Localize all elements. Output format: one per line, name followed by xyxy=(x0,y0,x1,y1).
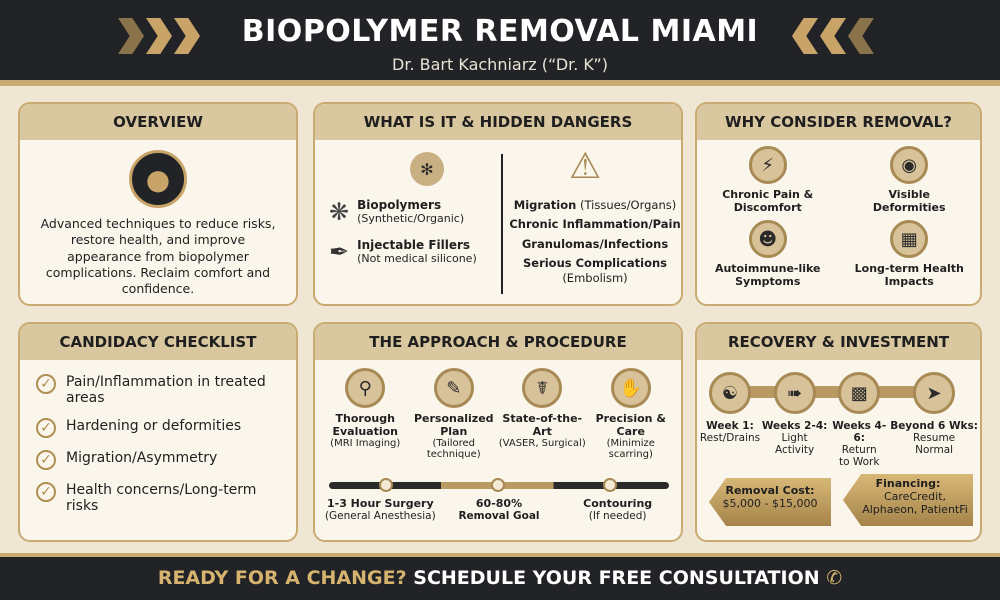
overview-text: Advanced techniques to reduce risks, res… xyxy=(40,216,276,296)
why-item: ☻Autoimmune-like Symptoms xyxy=(697,220,839,288)
bed-icon: ☯ xyxy=(708,372,751,414)
timeline-label: 1-3 Hour Surgery(General Anesthesia) xyxy=(324,497,436,522)
approach-steps: ⚲Thorough Evaluation(MRI Imaging) ✎Perso… xyxy=(315,360,681,460)
phone-icon: ✆ xyxy=(826,567,843,589)
body-icon: ☻ xyxy=(748,220,787,258)
item-name: Biopolymers xyxy=(357,198,442,212)
syringe-icon: ✒ xyxy=(329,238,350,266)
hand-scalpel-icon: ✋ xyxy=(610,368,651,408)
danger-item: ✒ Injectable Fillers(Not medical silicone… xyxy=(329,238,477,266)
warning-icon: ⚠ xyxy=(569,146,602,187)
danger-item: ❋ Biopolymers(Synthetic/Organic) xyxy=(329,198,477,226)
checklist-item: ✓Migration/Asymmetry xyxy=(36,450,280,470)
divider xyxy=(501,154,503,294)
timeline-dot xyxy=(603,478,617,492)
checklist-item: ✓Hardening or deformities xyxy=(36,418,280,438)
cta-text: SCHEDULE YOUR FREE CONSULTATION xyxy=(413,567,820,589)
candidacy-panel: CANDIDACY CHECKLIST ✓Pain/Inflammation i… xyxy=(18,322,298,542)
approach-step: ⚲Thorough Evaluation(MRI Imaging) xyxy=(321,368,410,460)
timeline-dot xyxy=(379,478,393,492)
item-detail: (Synthetic/Organic) xyxy=(357,212,465,225)
why-panel: WHY CONSIDER REMOVAL? ⚡Chronic Pain & Di… xyxy=(695,102,982,306)
recovery-stages: ☯Week 1:Rest/Drains ➠Weeks 2-4:Light Act… xyxy=(697,360,980,468)
walking-icon: ➠ xyxy=(773,372,816,414)
dangers-items: ❋ Biopolymers(Synthetic/Organic) ✒ Injecta… xyxy=(329,198,477,266)
dangers-title: WHAT IS IT & HIDDEN DANGERS xyxy=(315,104,681,140)
timeline-label: 60-80%Removal Goal xyxy=(458,497,540,522)
risk-list: Migration (Tissues/Organs) Chronic Infla… xyxy=(505,198,681,285)
candidacy-title: CANDIDACY CHECKLIST xyxy=(20,324,296,360)
pain-icon: ⚡ xyxy=(748,146,787,184)
page-subtitle: Dr. Bart Kachniarz (“Dr. K”) xyxy=(392,55,608,74)
why-item: ⚡Chronic Pain & Discomfort xyxy=(697,146,839,214)
timeline-dot xyxy=(491,478,505,492)
header: BIOPOLYMER REMOVAL MIAMI Dr. Bart Kachni… xyxy=(0,0,1000,86)
molecule-icon: ❋ xyxy=(329,198,350,226)
cta-gold-text: READY FOR A CHANGE? xyxy=(157,567,407,589)
financing-tag: Financing:CareCredit, Alphaeon, PatientF… xyxy=(843,474,973,526)
check-icon: ✓ xyxy=(36,450,56,470)
approach-step: ☤State-of-the-Art(VASER, Surgical) xyxy=(498,368,587,460)
deformity-icon: ◉ xyxy=(890,146,929,184)
person-avatar-icon: ● xyxy=(129,150,187,208)
check-icon: ✓ xyxy=(36,374,56,394)
why-grid: ⚡Chronic Pain & Discomfort ◉Visible Defo… xyxy=(697,140,980,288)
dangers-panel: WHAT IS IT & HIDDEN DANGERS ✻ ❋ Biopolyme… xyxy=(313,102,683,306)
item-detail: (Not medical silicone) xyxy=(357,252,477,265)
checklist: ✓Pain/Inflammation in treated areas ✓Har… xyxy=(20,360,296,540)
clipboard-icon: ✎ xyxy=(433,368,474,408)
timeline-label: Contouring(If needed) xyxy=(583,497,653,522)
magnifier-icon: ⚲ xyxy=(345,368,386,408)
why-item: ▦Long-term Health Impacts xyxy=(839,220,981,288)
desk-icon: ▩ xyxy=(838,372,881,414)
timeline-labels: 1-3 Hour Surgery(General Anesthesia) 60-… xyxy=(321,497,677,522)
overview-title: OVERVIEW xyxy=(20,104,296,140)
running-icon: ➤ xyxy=(913,372,956,414)
cta-footer[interactable]: READY FOR A CHANGE? SCHEDULE YOUR FREE C… xyxy=(0,553,1000,600)
cost-tag: Removal Cost:$5,000 - $15,000 xyxy=(709,478,831,526)
item-name: Injectable Fillers xyxy=(357,238,471,252)
chevron-decoration-left xyxy=(118,18,200,54)
page-title: BIOPOLYMER REMOVAL MIAMI xyxy=(241,14,759,49)
overview-panel: OVERVIEW ● Advanced techniques to reduce… xyxy=(18,102,298,306)
check-icon: ✓ xyxy=(36,482,56,502)
risk-item: Migration (Tissues/Organs) xyxy=(513,198,677,212)
molecule-icon: ✻ xyxy=(410,152,444,186)
checklist-item: ✓Pain/Inflammation in treated areas xyxy=(36,374,280,406)
caduceus-icon: ☤ xyxy=(522,368,563,408)
risk-item: Granulomas/Infections xyxy=(521,236,669,251)
approach-step: ✋Precision & Care(Minimize scarring) xyxy=(587,368,676,460)
chart-icon: ▦ xyxy=(890,220,929,258)
approach-title: THE APPROACH & PROCEDURE xyxy=(315,324,681,360)
risk-item: Chronic Inflammation/Pain xyxy=(509,217,681,232)
recovery-stage: ➤Beyond 6 Wks:Resume Normal xyxy=(890,372,978,468)
approach-panel: THE APPROACH & PROCEDURE ⚲Thorough Evalu… xyxy=(313,322,683,542)
recovery-stage: ➠Weeks 2-4:Light Activity xyxy=(761,372,828,468)
why-title: WHY CONSIDER REMOVAL? xyxy=(697,104,980,140)
recovery-title: RECOVERY & INVESTMENT xyxy=(697,324,980,360)
recovery-panel: RECOVERY & INVESTMENT ☯Week 1:Rest/Drain… xyxy=(695,322,982,542)
check-icon: ✓ xyxy=(36,418,56,438)
why-item: ◉Visible Deformities xyxy=(839,146,981,214)
risk-item: Serious Complications(Embolism) xyxy=(522,256,668,285)
approach-step: ✎Personalized Plan(Tailored technique) xyxy=(410,368,499,460)
chevron-decoration-right xyxy=(792,18,874,54)
recovery-stage: ☯Week 1:Rest/Drains xyxy=(699,372,761,468)
recovery-stage: ▩Weeks 4-6:Return to Work xyxy=(828,372,890,468)
checklist-item: ✓Health concerns/Long-term risks xyxy=(36,482,280,514)
